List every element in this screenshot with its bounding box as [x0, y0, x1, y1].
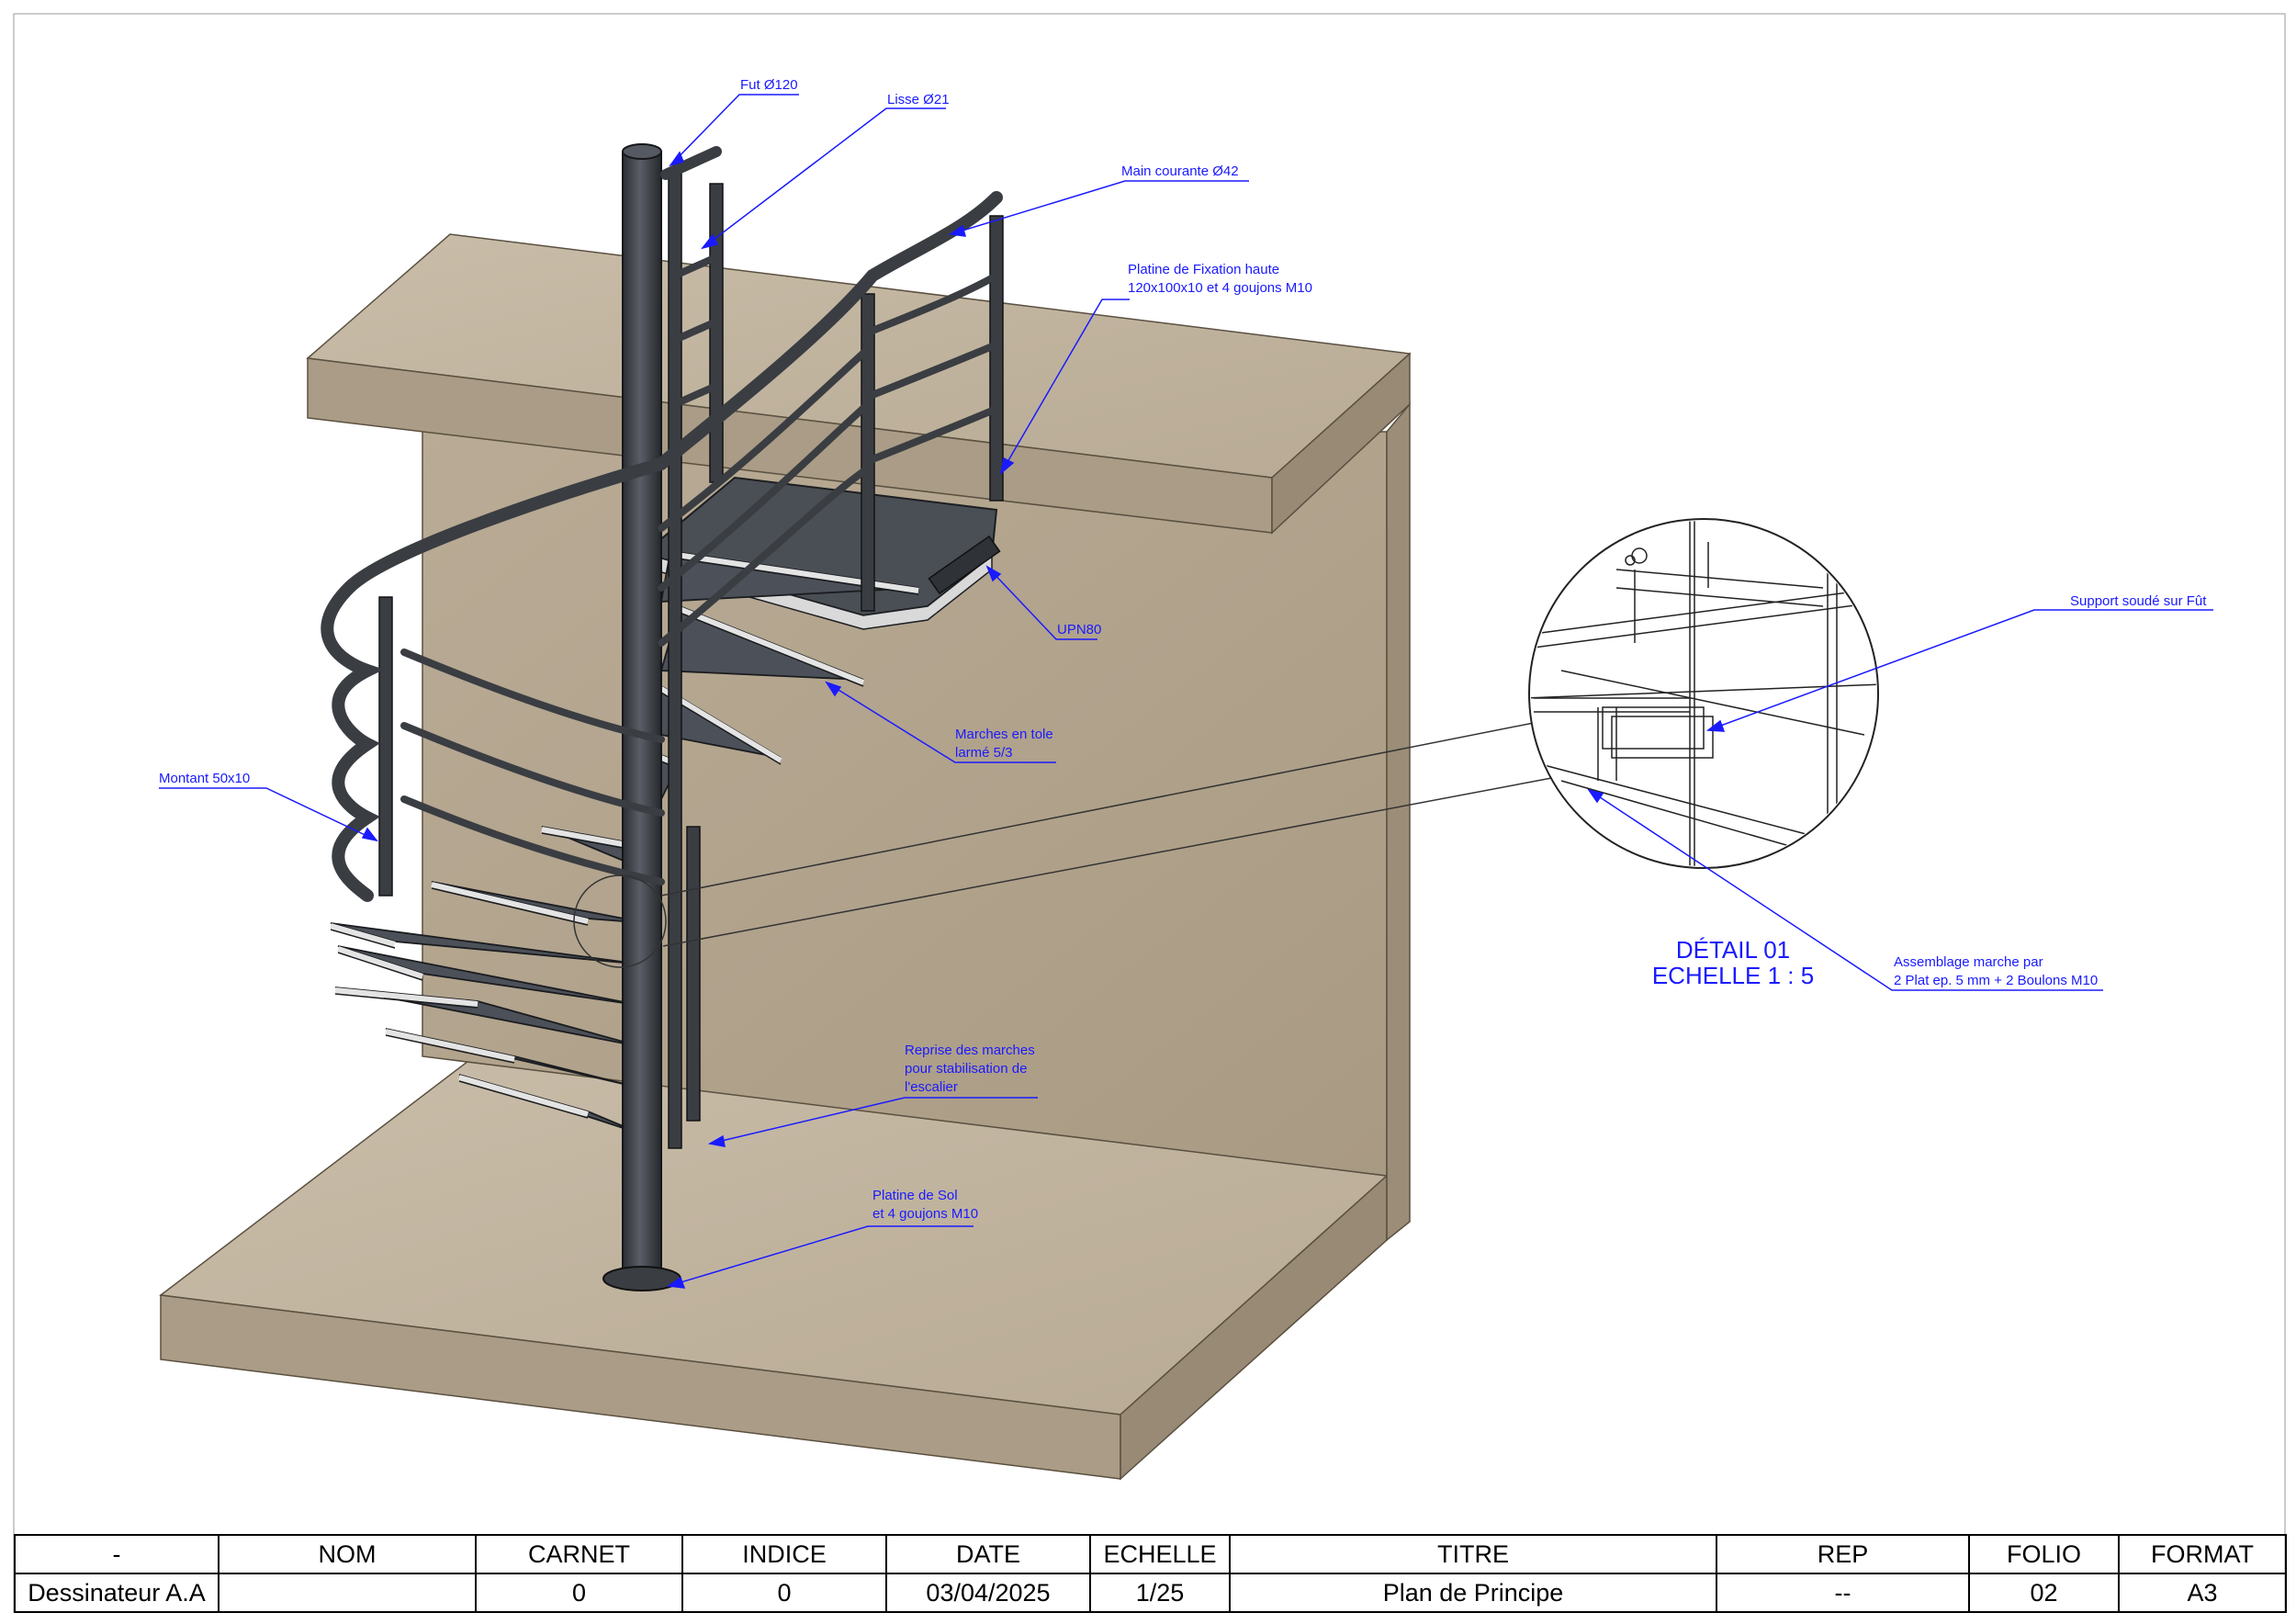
rail: [869, 272, 1000, 334]
callout-assemblage: Assemblage marche par 2 Plat ep. 5 mm + …: [1894, 953, 2098, 990]
callout-assemblage-line2: 2 Plat ep. 5 mm + 2 Boulons M10: [1894, 973, 2099, 988]
value-titre: Plan de Principe: [1229, 1573, 1717, 1613]
callout-support: Support soudé sur Fût: [2070, 593, 2207, 609]
detail-source-circle: [573, 874, 667, 968]
callout-platine-haute: Platine de Fixation haute 120x100x10 et …: [1128, 261, 1312, 298]
title-block-value-row: Dessinateur A.A 0 0 03/04/2025 1/25 Plan…: [14, 1573, 2287, 1613]
step-tread: [431, 881, 648, 926]
callout-main-courante: Main courante Ø42: [1121, 164, 1239, 179]
header-format: FORMAT: [2118, 1534, 2287, 1574]
rail: [671, 254, 720, 279]
value-indice: 0: [681, 1573, 887, 1613]
floor-plate: [602, 1266, 681, 1291]
rail: [400, 795, 665, 885]
header-carnet: CARNET: [475, 1534, 683, 1574]
callout-reprise-line1: Reprise des marches: [905, 1043, 1035, 1058]
callout-platine-sol: Platine de Sol et 4 goujons M10: [872, 1187, 978, 1224]
header-indice: INDICE: [681, 1534, 887, 1574]
value-dessinateur: Dessinateur A.A: [14, 1573, 219, 1613]
detail-title-name: DÉTAIL 01: [1675, 936, 1791, 964]
rail: [660, 146, 722, 180]
rail: [869, 341, 1000, 399]
callout-platine-sol-line1: Platine de Sol: [872, 1188, 958, 1203]
title-block: - NOM CARNET INDICE DATE ECHELLE TITRE R…: [14, 1534, 2287, 1613]
callout-platine-sol-line2: et 4 goujons M10: [872, 1206, 979, 1222]
step-tread: [659, 604, 865, 687]
callout-upn80: UPN80: [1057, 622, 1102, 637]
callout-marches: Marches en tole larmé 5/3: [955, 726, 1053, 762]
sheet-border: [13, 13, 2286, 1613]
rail: [869, 405, 1000, 463]
title-block-header-row: - NOM CARNET INDICE DATE ECHELLE TITRE R…: [14, 1534, 2287, 1574]
step-tread: [385, 1028, 644, 1089]
floor-slab: [159, 1060, 1389, 1481]
upn80-beam: [928, 535, 1001, 595]
step-tread: [458, 1074, 644, 1135]
baluster: [989, 215, 1004, 502]
value-nom: [218, 1573, 477, 1613]
value-date: 03/04/2025: [885, 1573, 1091, 1613]
rail: [671, 382, 720, 408]
step-tread: [330, 922, 644, 965]
callout-fut: Fut Ø120: [740, 77, 798, 93]
detail-title-scale: ECHELLE 1 : 5: [1651, 962, 1815, 989]
detail-title: DÉTAIL 01 ECHELLE 1 : 5: [1614, 937, 1852, 988]
baluster: [668, 169, 682, 1149]
rail: [658, 345, 872, 532]
callout-reprise: Reprise des marches pour stabilisation d…: [905, 1042, 1035, 1097]
leader-lines: [159, 94, 2213, 1289]
spiral-staircase: [321, 143, 1004, 1291]
callout-marches-line2: larmé 5/3: [955, 745, 1013, 761]
header-folio: FOLIO: [1968, 1534, 2120, 1574]
step-treads: [330, 549, 919, 1135]
rails: [321, 146, 1003, 902]
callout-marches-line1: Marches en tole: [955, 727, 1053, 742]
rail: [400, 722, 665, 817]
callout-platine-haute-line2: 120x100x10 et 4 goujons M10: [1128, 280, 1312, 296]
rail: [658, 400, 872, 592]
back-wall: [422, 401, 1411, 1242]
callout-assemblage-line1: Assemblage marche par: [1894, 954, 2043, 970]
baluster: [861, 293, 875, 612]
header-date: DATE: [885, 1534, 1091, 1574]
callout-reprise-line2: pour stabilisation de: [905, 1061, 1028, 1077]
rail: [655, 191, 1003, 470]
header-rep: REP: [1716, 1534, 1970, 1574]
central-pole: [622, 151, 662, 1278]
callout-lisse: Lisse Ø21: [887, 92, 950, 107]
rail: [658, 465, 872, 647]
callout-reprise-line3: l'escalier: [905, 1079, 958, 1095]
header-titre: TITRE: [1229, 1534, 1717, 1574]
detail-zoom: [573, 518, 1879, 968]
rail: [400, 648, 665, 743]
value-folio: 02: [1968, 1573, 2120, 1613]
baluster: [686, 826, 701, 1122]
value-echelle: 1/25: [1089, 1573, 1231, 1613]
rail: [321, 457, 668, 902]
value-rep: --: [1716, 1573, 1970, 1613]
step-tread: [334, 987, 644, 1048]
header-echelle: ECHELLE: [1089, 1534, 1231, 1574]
callout-platine-haute-line1: Platine de Fixation haute: [1128, 262, 1280, 277]
baluster: [378, 596, 393, 897]
value-format: A3: [2118, 1573, 2287, 1613]
baluster: [709, 183, 724, 483]
header-dash: -: [14, 1534, 219, 1574]
step-tread: [337, 945, 644, 1007]
rail: [671, 318, 720, 344]
header-nom: NOM: [218, 1534, 477, 1574]
callout-montant: Montant 50x10: [159, 771, 251, 786]
detail-circle: [1528, 518, 1879, 869]
value-carnet: 0: [475, 1573, 683, 1613]
